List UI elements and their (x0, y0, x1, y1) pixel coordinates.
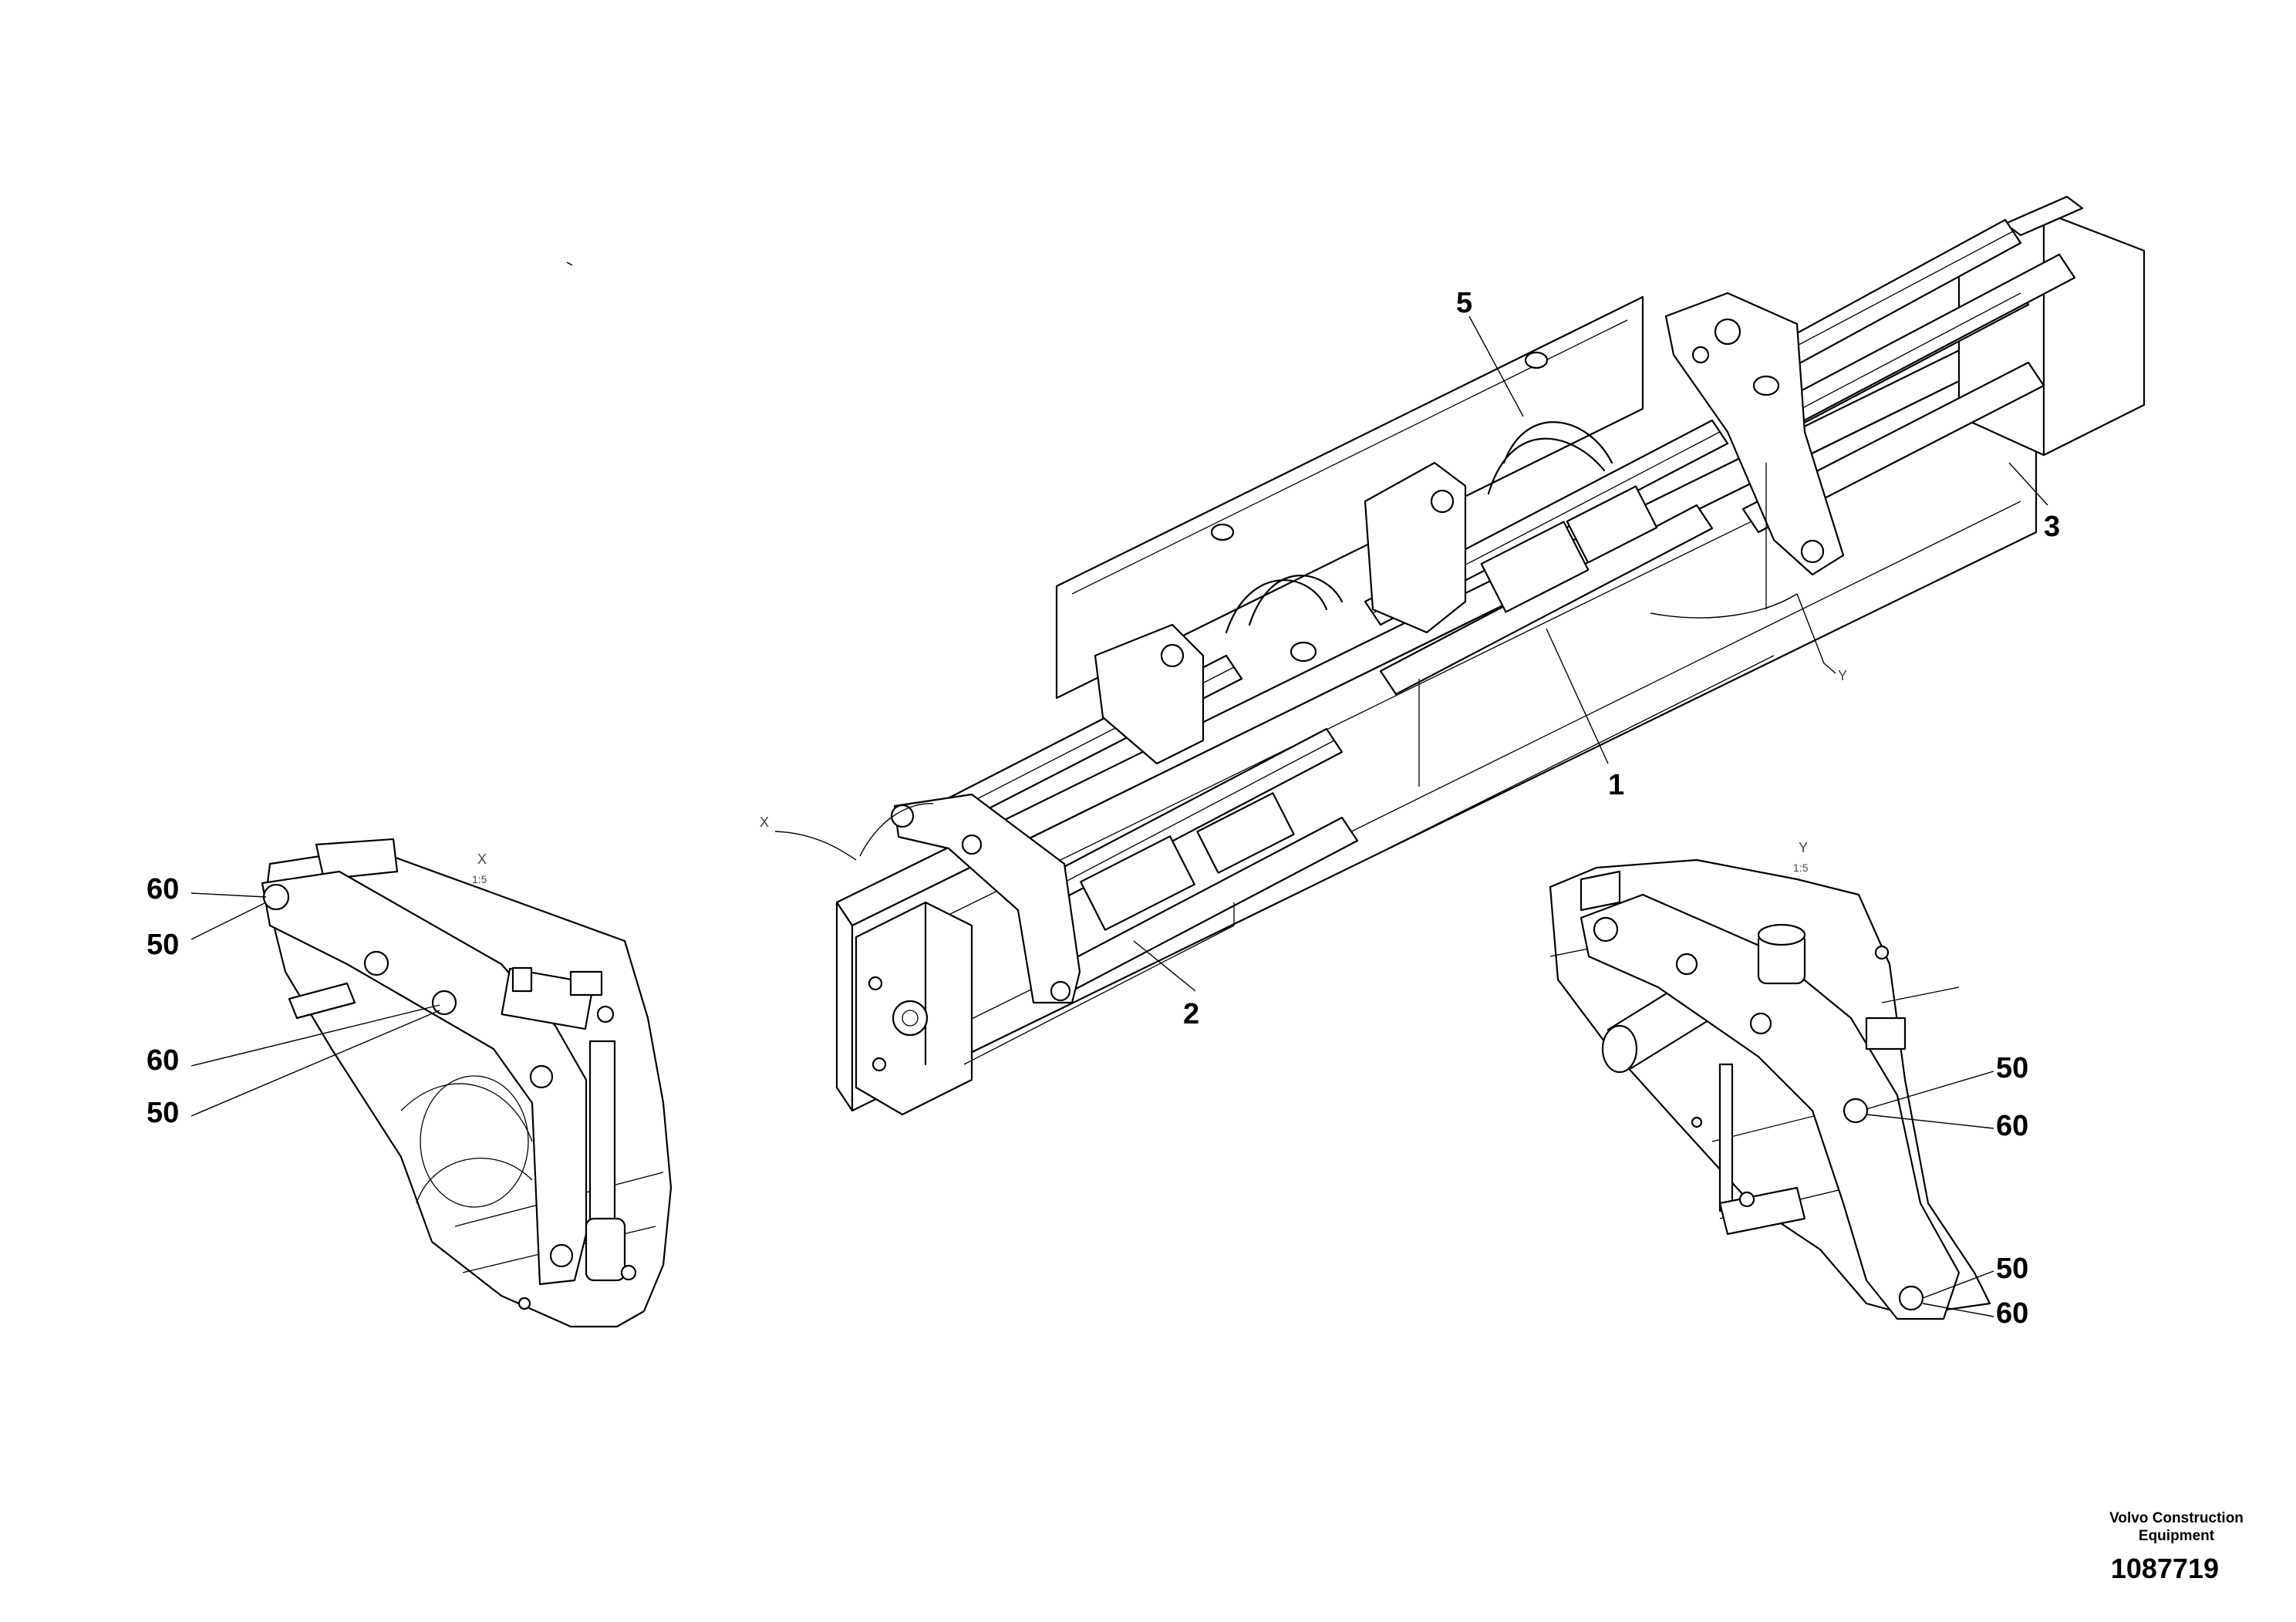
callout-x-50-mid: 50 (147, 1097, 179, 1129)
callout-x-50-top: 50 (147, 929, 179, 961)
main-screed-assembly (835, 195, 2146, 1116)
view-x-title: X (477, 851, 487, 867)
callout-x-60-mid: 60 (147, 1044, 179, 1077)
callout-1: 1 (1608, 769, 1624, 801)
view-y-pointer: Y (1838, 668, 1847, 683)
view-y-title: Y (1799, 840, 1808, 855)
brand-label: Volvo Construction Equipment (2109, 1510, 2244, 1544)
callout-2: 2 (1183, 998, 1199, 1030)
detail-view-x (261, 838, 673, 1328)
drawing-number: 1087719 (2110, 1553, 2219, 1584)
main-callouts: 1 2 3 5 (1183, 287, 2060, 1030)
view-y-leaders (1866, 1071, 1994, 1317)
main-leaders (566, 261, 2048, 992)
detail-view-y (1549, 858, 1991, 1320)
callout-5: 5 (1456, 287, 1472, 319)
view-pointer-labels: X Y X 1:5 Y 1:5 (472, 668, 1847, 885)
view-x-callouts: 60 50 60 50 (147, 873, 179, 1129)
callout-3: 3 (2044, 511, 2060, 543)
callout-x-60-top: 60 (147, 873, 179, 905)
view-x-leaders (190, 892, 440, 1117)
callout-y-60-bottom: 60 (1996, 1297, 2028, 1330)
callout-y-50-bottom: 50 (1996, 1253, 2028, 1285)
view-y-scale: 1:5 (1793, 862, 1809, 874)
view-x-scale: 1:5 (472, 873, 487, 885)
callout-y-50-top: 50 (1996, 1052, 2028, 1084)
view-x-pointer: X (760, 814, 769, 830)
view-y-callouts: 50 60 50 60 (1996, 1052, 2028, 1330)
callout-y-60-top: 60 (1996, 1110, 2028, 1142)
